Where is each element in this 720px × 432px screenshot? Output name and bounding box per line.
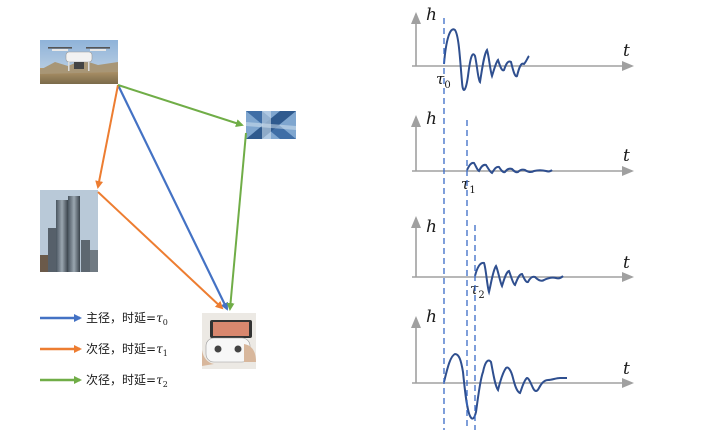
h-axis-label: h bbox=[426, 217, 437, 237]
path1-segment-building-receiver bbox=[97, 191, 224, 310]
impulse-plot-4: h t bbox=[411, 307, 634, 420]
h-axis-label: h bbox=[426, 307, 437, 327]
legend-tau: τ bbox=[156, 342, 163, 356]
svg-text:次径，时延=τ2: 次径，时延=τ2 bbox=[86, 373, 168, 389]
svg-text:次径，时延=τ1: 次径，时延=τ1 bbox=[86, 342, 168, 358]
legend: 主径，时延=τ0 次径，时延=τ1 次径，时延=τ2 bbox=[40, 311, 168, 389]
legend-tau: τ bbox=[156, 373, 163, 387]
impulse-plot-1: h t τ0 bbox=[411, 5, 634, 91]
glass-facade-photo-icon bbox=[246, 111, 296, 139]
impulse-response-curve bbox=[474, 261, 564, 296]
impulse-response-curve bbox=[443, 352, 567, 420]
legend-item-main-path: 主径，时延=τ0 bbox=[40, 311, 168, 327]
legend-text: 主径，时延= bbox=[86, 311, 156, 325]
delay-markers bbox=[443, 18, 476, 430]
legend-sub: 2 bbox=[163, 380, 168, 389]
impulse-plot-3: h t τ2 bbox=[411, 216, 634, 301]
main-path-arrow bbox=[117, 84, 228, 311]
legend-item-path-1: 次径，时延=τ1 bbox=[40, 342, 168, 358]
h-axis-label: h bbox=[426, 5, 437, 25]
legend-sub: 0 bbox=[163, 318, 168, 327]
path2-segment-drone-glass bbox=[117, 84, 244, 127]
propagation-paths bbox=[95, 84, 247, 311]
t-axis-label: t bbox=[623, 41, 630, 61]
tau-marker-label: τ1 bbox=[461, 175, 476, 196]
legend-text: 次径，时延= bbox=[86, 342, 156, 356]
t-axis-label: t bbox=[623, 253, 630, 273]
legend-text: 次径，时延= bbox=[86, 373, 156, 387]
handheld-controller-photo-icon bbox=[202, 313, 256, 369]
legend-item-path-2: 次径，时延=τ2 bbox=[40, 373, 168, 389]
building-photo-icon bbox=[40, 190, 98, 272]
path2-segment-glass-receiver bbox=[226, 132, 247, 311]
tau-marker-label: τ0 bbox=[436, 70, 451, 91]
t-axis-label: t bbox=[623, 359, 630, 379]
impulse-plot-2: h t τ1 bbox=[411, 109, 634, 196]
impulse-response-curve bbox=[466, 161, 553, 175]
impulse-response-curve bbox=[443, 28, 530, 91]
svg-text:主径，时延=τ0: 主径，时延=τ0 bbox=[86, 311, 168, 327]
drone-photo-icon bbox=[40, 40, 118, 84]
path1-segment-drone-building bbox=[95, 84, 119, 189]
h-axis-label: h bbox=[426, 109, 437, 129]
legend-tau: τ bbox=[156, 311, 163, 325]
tau-marker-label: τ2 bbox=[470, 280, 485, 301]
t-axis-label: t bbox=[623, 146, 630, 166]
legend-sub: 1 bbox=[163, 349, 168, 358]
